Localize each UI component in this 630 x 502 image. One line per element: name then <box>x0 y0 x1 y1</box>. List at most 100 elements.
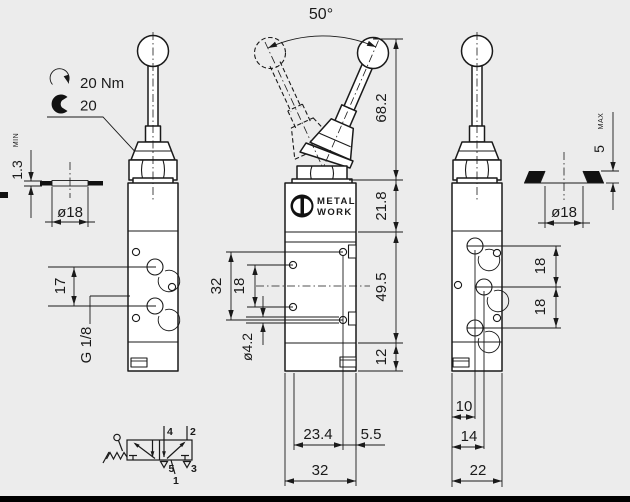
lever-centerline-alt <box>264 41 324 169</box>
symbol-port-3-label: 3 <box>191 463 197 475</box>
dim-port-pitch-bottom: 18 <box>532 299 549 316</box>
dimension-arrowhead <box>610 183 616 192</box>
dimension-arrowhead <box>71 296 77 305</box>
thread-size-label: G 1/8 <box>78 327 95 364</box>
dimension-arrowhead <box>133 442 140 448</box>
logo-text-line1: METAL <box>317 196 356 207</box>
lever-ball-knob <box>356 36 390 70</box>
dimension-arrowhead <box>452 444 461 450</box>
dim-panel-thickness-qualifier: MAX <box>598 113 605 130</box>
symbol-port-5-label: 5 <box>169 463 175 475</box>
screw-hole <box>131 247 141 257</box>
dimension-arrowhead <box>162 451 166 458</box>
dimension-arrowhead <box>356 442 365 448</box>
lever-detent-actuator-icon <box>102 433 128 464</box>
base-slot <box>339 356 357 368</box>
screw-hole <box>453 280 463 290</box>
bottom-bar <box>0 496 630 502</box>
dim-hole-span-v: 32 <box>208 278 225 295</box>
panel-section-right <box>583 171 604 183</box>
dimension-arrowhead <box>393 361 399 370</box>
dimension-arrowhead <box>553 277 559 286</box>
exhaust-triangle-icon <box>159 460 169 469</box>
angle-arc <box>267 35 377 49</box>
dimension-arrowhead <box>179 441 186 448</box>
dimension-arrowhead <box>260 323 266 332</box>
front-view: METAL WORK 50° <box>253 6 390 372</box>
valve-body <box>127 182 179 372</box>
side-tab <box>347 244 357 259</box>
edge-tick <box>0 192 8 198</box>
panel-section-left <box>524 171 545 183</box>
dim-lever-angle: 50° <box>309 6 333 23</box>
panel-section-left <box>40 181 52 186</box>
right-side-view: 18 18 10 14 22 <box>451 32 561 487</box>
dimension-arrowhead <box>393 234 399 243</box>
panel-mount-detail: ø18 5 MAX <box>524 112 619 228</box>
dim-port-spacing: 17 <box>52 278 69 295</box>
wrench-size-value: 20 <box>80 98 97 115</box>
exhaust-triangle-icon <box>182 460 192 469</box>
dimension-arrowhead <box>610 162 616 171</box>
screw-hole <box>131 313 141 323</box>
dim-panel-thickness-qualifier: MIN <box>13 133 20 147</box>
dim-panel-thickness: 5 <box>591 145 607 153</box>
dim-base-height: 12 <box>373 349 390 366</box>
side-tab <box>347 311 357 326</box>
dimension-arrowhead <box>334 442 343 448</box>
dimension-arrowhead <box>79 219 88 225</box>
lever-alternate-position <box>253 36 336 161</box>
dimension-arrowhead <box>285 478 294 484</box>
dimension-arrowhead <box>393 333 399 342</box>
wrench-icon <box>51 94 68 114</box>
thread-arc <box>157 269 181 293</box>
dim-port-offset-a: 10 <box>456 398 473 415</box>
dimension-arrowhead <box>71 268 77 277</box>
dimension-arrowhead <box>268 41 278 48</box>
dimension-arrowhead <box>63 74 69 84</box>
screw-hole <box>492 248 502 258</box>
dimension-arrowhead <box>252 266 258 275</box>
logo-text-line2: WORK <box>317 207 353 218</box>
base-slot <box>130 357 148 368</box>
dimension-arrowhead <box>574 220 583 226</box>
dimension-arrowhead <box>28 186 34 195</box>
symbol-port-4-label: 4 <box>167 426 173 438</box>
dimension-arrowhead <box>553 247 559 256</box>
dim-hole-diameter: ø4.2 <box>239 333 255 361</box>
dimension-arrowhead <box>493 478 502 484</box>
dimension-arrowhead <box>393 345 399 354</box>
lever-boot <box>309 118 355 161</box>
metalwork-logo-icon: METAL WORK <box>290 194 356 218</box>
dimension-arrowhead <box>294 442 303 448</box>
dimension-arrowhead <box>466 414 475 420</box>
dimension-arrowhead <box>545 220 554 226</box>
dimension-arrowhead <box>347 478 356 484</box>
dimension-arrowhead <box>393 170 399 179</box>
dimension-arrowhead <box>260 308 266 317</box>
torque-arrow-icon <box>49 68 70 85</box>
dim-panel-thickness: 1.3 <box>9 160 25 180</box>
dim-hole-span-h: 23.4 <box>303 426 332 443</box>
thread-arc <box>486 289 510 313</box>
lever-centerline <box>322 40 379 169</box>
dim-panel-hole-diameter: ø18 <box>551 204 577 221</box>
dim-port-pitch-top: 18 <box>532 258 549 275</box>
dimension-arrowhead <box>452 414 461 420</box>
dimension-arrowhead <box>252 297 258 306</box>
dim-head-height: 21.8 <box>373 191 390 220</box>
dim-body-height: 49.5 <box>373 272 390 301</box>
base-slot <box>452 357 470 368</box>
dim-panel-hole-diameter: ø18 <box>57 204 83 221</box>
dim-hole-span-v-inner: 18 <box>231 278 248 295</box>
dimension-arrowhead <box>553 288 559 297</box>
dimension-arrowhead <box>150 451 155 458</box>
symbol-port-1-label: 1 <box>173 475 179 487</box>
symbol-port-2-label: 2 <box>190 426 196 438</box>
dimension-arrowhead <box>228 253 234 262</box>
thread-arc <box>477 330 501 354</box>
left-side-view: 17 G 1/8 <box>48 32 181 372</box>
dimension-arrowhead <box>452 478 461 484</box>
